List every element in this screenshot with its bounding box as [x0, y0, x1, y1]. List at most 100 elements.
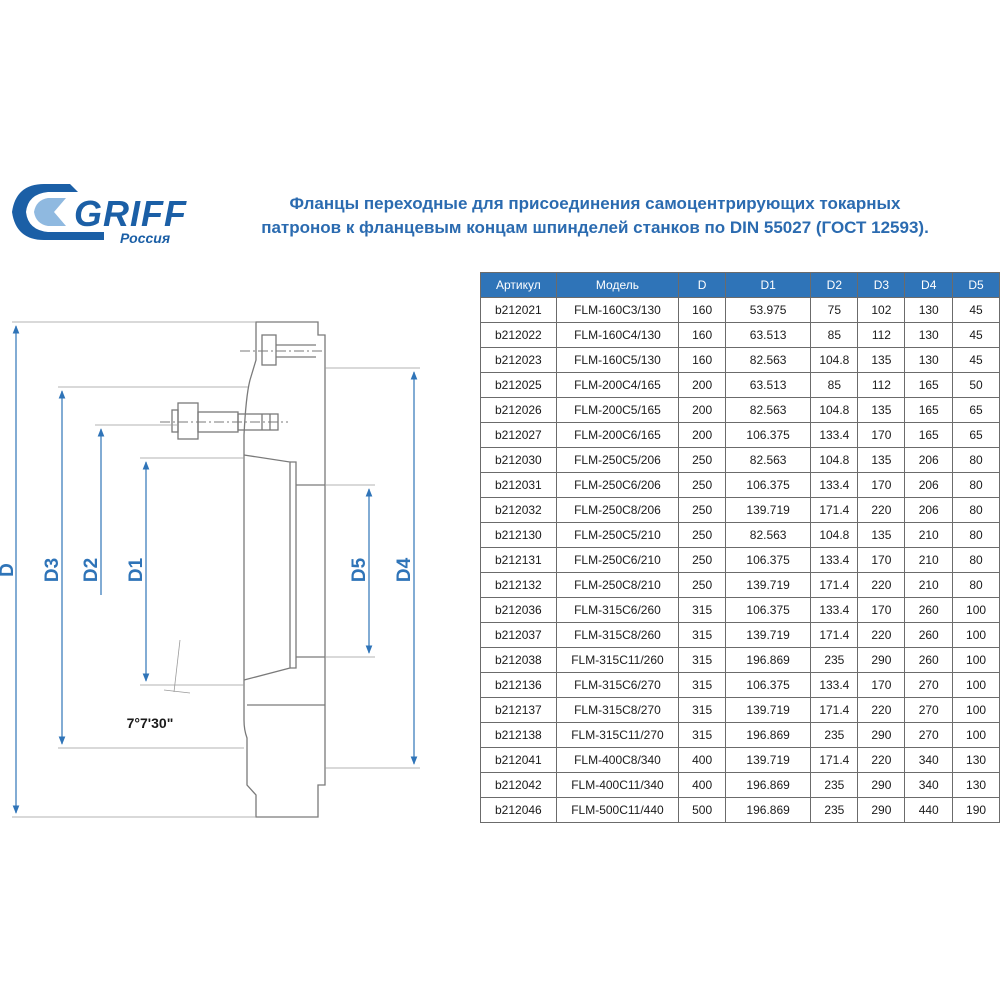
- cell-d1: 106.375: [725, 597, 812, 623]
- cell-d3: 170: [857, 472, 906, 498]
- cell-model: FLM-315C11/270: [555, 722, 680, 748]
- cell-d1: 53.975: [725, 297, 812, 323]
- cell-model: FLM-160C3/130: [555, 297, 680, 323]
- page-title: Фланцы переходные для присоединения само…: [195, 192, 995, 240]
- cell-d2: 171.4: [810, 572, 859, 598]
- cell-d3: 220: [857, 572, 906, 598]
- cell-article: b212023: [480, 347, 557, 373]
- cell-d: 400: [678, 772, 727, 798]
- cell-d1: 196.869: [725, 647, 812, 673]
- cell-d3: 290: [857, 647, 906, 673]
- cell-d: 315: [678, 672, 727, 698]
- cell-article: b212038: [480, 647, 557, 673]
- cell-d: 250: [678, 572, 727, 598]
- cell-d1: 82.563: [725, 397, 812, 423]
- cell-d5: 190: [952, 797, 1000, 823]
- cell-d: 315: [678, 647, 727, 673]
- cell-d4: 270: [904, 697, 954, 723]
- cell-d1: 82.563: [725, 522, 812, 548]
- cell-d4: 130: [904, 347, 954, 373]
- cell-d2: 171.4: [810, 622, 859, 648]
- col-header-d4: D4: [904, 272, 954, 298]
- cell-model: FLM-500C11/440: [555, 797, 680, 823]
- cell-d: 250: [678, 497, 727, 523]
- cell-d3: 220: [857, 697, 906, 723]
- cell-d4: 270: [904, 672, 954, 698]
- cell-d3: 170: [857, 672, 906, 698]
- cell-d2: 104.8: [810, 397, 859, 423]
- cell-d5: 80: [952, 572, 1000, 598]
- cell-d5: 100: [952, 722, 1000, 748]
- cell-d1: 106.375: [725, 547, 812, 573]
- cell-d1: 196.869: [725, 722, 812, 748]
- cell-d5: 100: [952, 597, 1000, 623]
- cell-d2: 133.4: [810, 547, 859, 573]
- cell-d: 160: [678, 322, 727, 348]
- dim-label-d: D: [0, 563, 18, 577]
- cell-model: FLM-315C6/260: [555, 597, 680, 623]
- cell-model: FLM-315C8/260: [555, 622, 680, 648]
- col-header-d: D: [678, 272, 727, 298]
- cell-article: b212046: [480, 797, 557, 823]
- cell-article: b212026: [480, 397, 557, 423]
- cell-d2: 75: [810, 297, 859, 323]
- cell-d4: 260: [904, 647, 954, 673]
- cell-model: FLM-200C4/165: [555, 372, 680, 398]
- cell-model: FLM-315C8/270: [555, 697, 680, 723]
- cell-d3: 170: [857, 597, 906, 623]
- cell-d2: 133.4: [810, 597, 859, 623]
- cell-d5: 65: [952, 397, 1000, 423]
- cell-d2: 104.8: [810, 447, 859, 473]
- col-header-d1: D1: [725, 272, 812, 298]
- cell-article: b212037: [480, 622, 557, 648]
- cell-d4: 210: [904, 547, 954, 573]
- cell-d: 315: [678, 722, 727, 748]
- cell-d4: 206: [904, 497, 954, 523]
- cell-d4: 340: [904, 772, 954, 798]
- cell-d5: 100: [952, 697, 1000, 723]
- cell-d4: 340: [904, 747, 954, 773]
- cell-d1: 82.563: [725, 347, 812, 373]
- col-header-model: Модель: [555, 272, 680, 298]
- cell-d2: 133.4: [810, 472, 859, 498]
- cell-d4: 165: [904, 372, 954, 398]
- cell-d5: 65: [952, 422, 1000, 448]
- cell-d2: 104.8: [810, 347, 859, 373]
- cell-d2: 85: [810, 372, 859, 398]
- cell-d4: 130: [904, 297, 954, 323]
- cell-d4: 260: [904, 622, 954, 648]
- cell-d2: 171.4: [810, 497, 859, 523]
- cell-d: 250: [678, 522, 727, 548]
- cell-model: FLM-200C6/165: [555, 422, 680, 448]
- cell-article: b212036: [480, 597, 557, 623]
- cell-d: 250: [678, 447, 727, 473]
- cell-article: b212131: [480, 547, 557, 573]
- cell-article: b212032: [480, 497, 557, 523]
- cell-model: FLM-250C8/210: [555, 572, 680, 598]
- cell-d4: 165: [904, 422, 954, 448]
- cell-d5: 80: [952, 472, 1000, 498]
- cell-d5: 80: [952, 447, 1000, 473]
- col-header-d5: D5: [952, 272, 1000, 298]
- cell-d4: 440: [904, 797, 954, 823]
- cell-d2: 171.4: [810, 697, 859, 723]
- brand-subtitle: Россия: [120, 230, 171, 246]
- cell-article: b212022: [480, 322, 557, 348]
- cell-d: 250: [678, 547, 727, 573]
- cell-d: 200: [678, 422, 727, 448]
- griff-emblem-icon: [12, 184, 104, 240]
- cell-d4: 210: [904, 572, 954, 598]
- cell-d: 400: [678, 747, 727, 773]
- cell-d3: 170: [857, 547, 906, 573]
